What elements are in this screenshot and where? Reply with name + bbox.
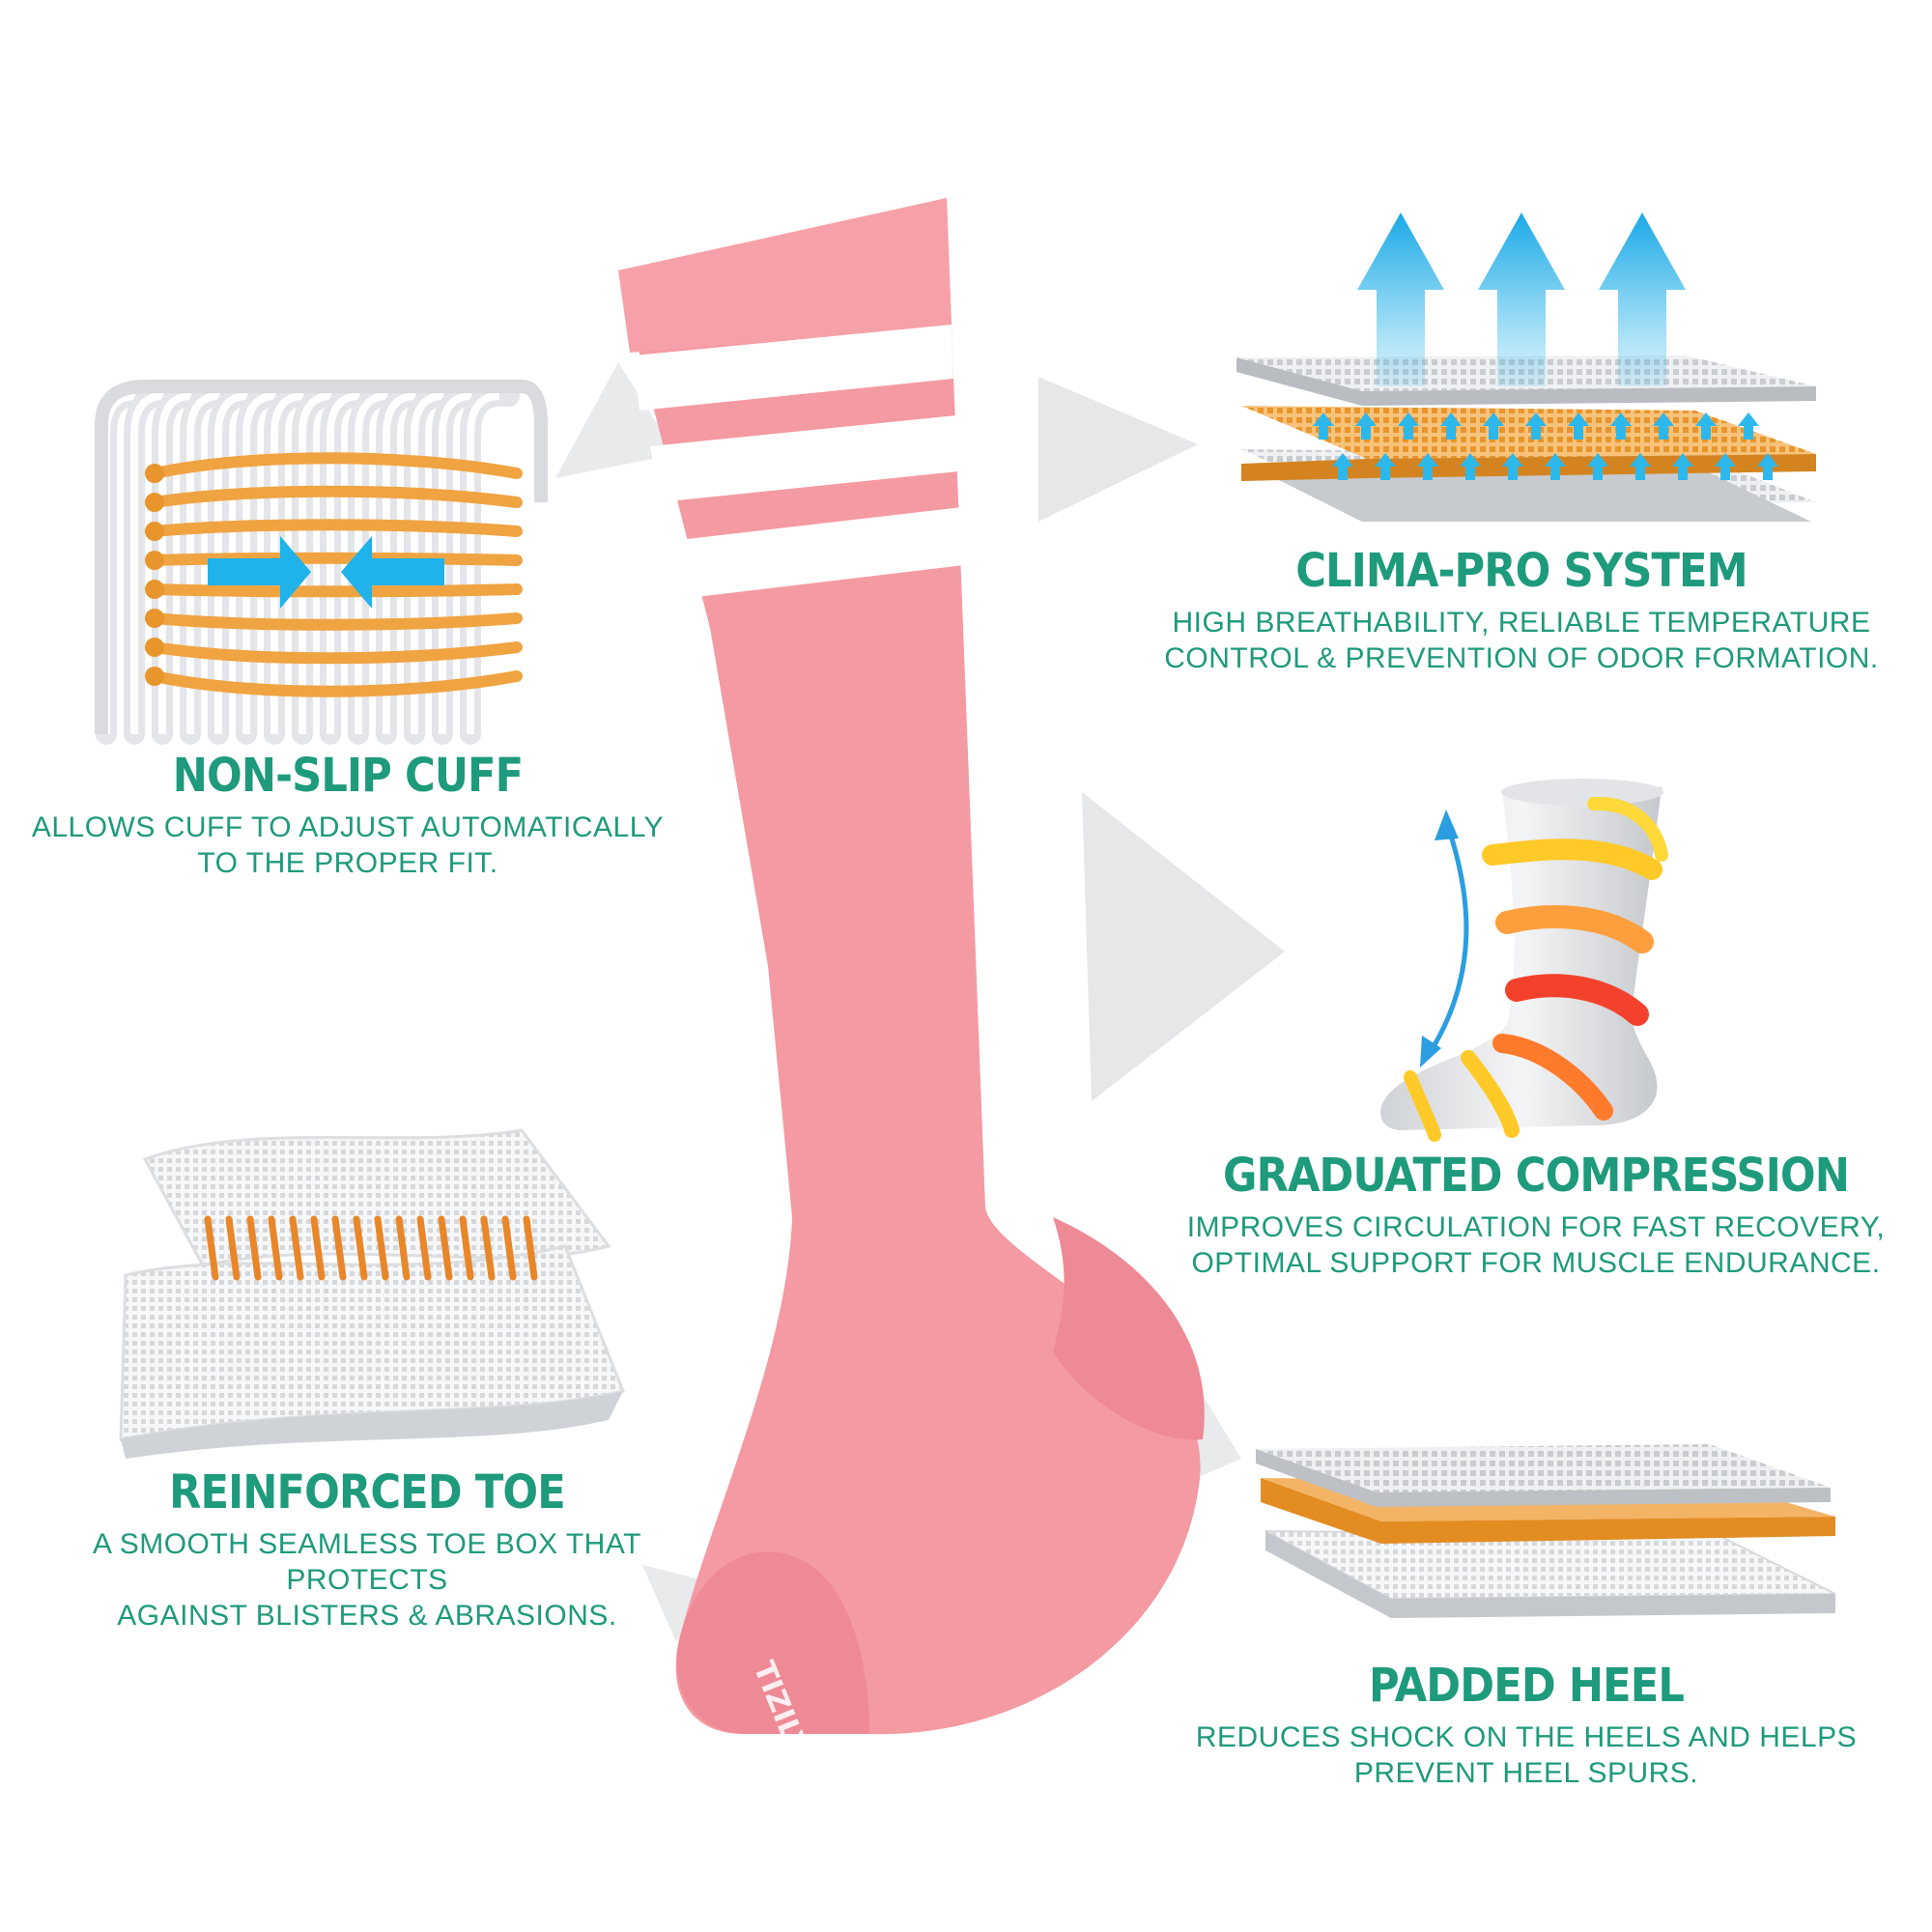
- sock-heel-zone: [1053, 1217, 1205, 1440]
- compression-sock: TIZILY: [618, 198, 1205, 1761]
- feature-description: IMPROVES CIRCULATION FOR FAST RECOVERY, …: [1159, 1209, 1913, 1281]
- feature-graduated-compression: GRADUATED COMPRESSION IMPROVES CIRCULATI…: [1159, 1151, 1913, 1281]
- feature-padded-heel: PADDED HEEL REDUCES SHOCK ON THE HEELS A…: [1169, 1662, 1884, 1791]
- compression-leg-icon: [1380, 779, 1668, 1142]
- feature-reinforced-toe: REINFORCED TOE A SMOOTH SEAMLESS TOE BOX…: [29, 1468, 705, 1634]
- sock-toe-zone: [676, 1551, 869, 1734]
- feature-clima-pro-system: CLIMA-PRO SYSTEM HIGH BREATHABILITY, REL…: [1140, 547, 1903, 676]
- sock-stripe-2: [650, 415, 958, 502]
- sock-cuff-band: [618, 198, 952, 353]
- feature-description-line: OPTIMAL SUPPORT FOR MUSCLE ENDURANCE.: [1191, 1247, 1881, 1280]
- feature-title: GRADUATED COMPRESSION: [1223, 1149, 1850, 1203]
- sock-stripe-3: [670, 507, 964, 599]
- feature-description-line: AGAINST BLISTERS & ABRASIONS.: [117, 1600, 617, 1633]
- feature-description-line: REDUCES SHOCK ON THE HEELS AND HELPS: [1195, 1721, 1858, 1754]
- feature-description-line: TO THE PROPER FIT.: [197, 847, 498, 880]
- sock-stripe-1: [634, 325, 953, 411]
- cuff-layers-icon: [95, 380, 548, 745]
- padded-layers-icon: [1256, 1444, 1836, 1618]
- feature-title: NON-SLIP CUFF: [172, 749, 524, 803]
- feature-description-line: HIGH BREATHABILITY, RELIABLE TEMPERATURE: [1172, 607, 1871, 639]
- feature-title: PADDED HEEL: [1368, 1659, 1685, 1713]
- feature-description-line: ALLOWS CUFF TO ADJUST AUTOMATICALLY: [31, 811, 665, 844]
- feature-description: A SMOOTH SEAMLESS TOE BOX THAT PROTECTS …: [29, 1526, 705, 1634]
- feature-description: REDUCES SHOCK ON THE HEELS AND HELPS PRE…: [1169, 1719, 1884, 1791]
- feature-description-line: A SMOOTH SEAMLESS TOE BOX THAT PROTECTS: [93, 1528, 641, 1597]
- feature-description-line: CONTROL & PREVENTION OF ODOR FORMATION.: [1164, 642, 1879, 675]
- feature-title: CLIMA-PRO SYSTEM: [1295, 544, 1747, 598]
- feature-title: REINFORCED TOE: [169, 1465, 566, 1520]
- feature-non-slip-cuff: NON-SLIP CUFF ALLOWS CUFF TO ADJUST AUTO…: [29, 752, 667, 881]
- feature-description-line: IMPROVES CIRCULATION FOR FAST RECOVERY,: [1186, 1211, 1886, 1244]
- stitched-mesh-icon: [119, 1128, 626, 1459]
- feature-description-line: PREVENT HEEL SPURS.: [1353, 1757, 1699, 1790]
- feature-description: ALLOWS CUFF TO ADJUST AUTOMATICALLY TO T…: [29, 810, 667, 881]
- breathable-layers-icon: [1236, 213, 1816, 522]
- feature-description: HIGH BREATHABILITY, RELIABLE TEMPERATURE…: [1140, 605, 1903, 676]
